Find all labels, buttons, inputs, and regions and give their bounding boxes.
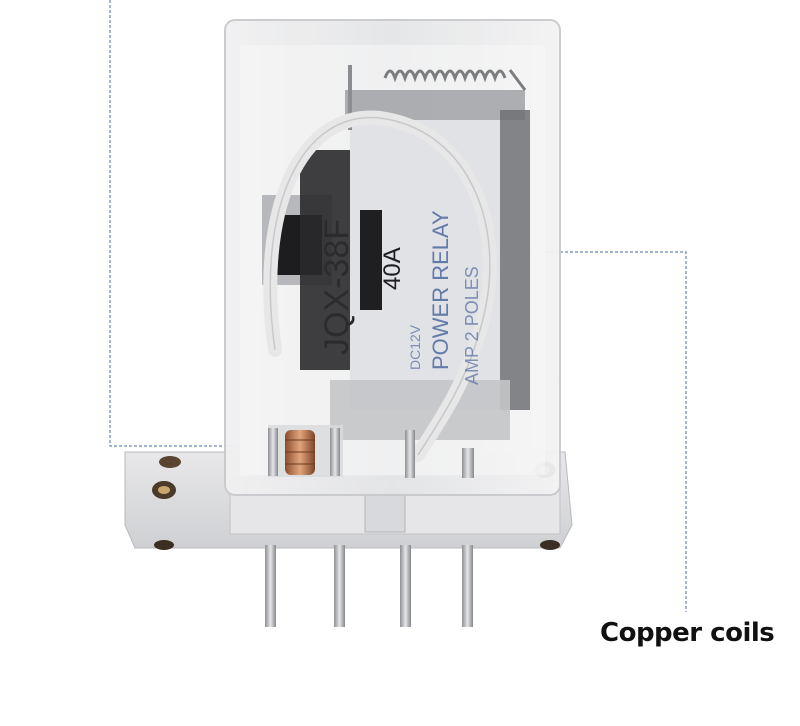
copper-coil <box>268 425 474 478</box>
copper-coils-label: Copper coils <box>600 618 775 648</box>
rating-marking: 40A <box>379 247 406 290</box>
model-marking: JQX-38F <box>318 219 356 355</box>
type-marking: POWER RELAY <box>428 210 453 370</box>
terminal-pins <box>265 545 473 627</box>
voltage-marking: DC12V <box>407 324 423 370</box>
relay-markings: JQX-38F 40A POWER RELAY DC12V AMP 2 POLE… <box>318 210 482 385</box>
poles-marking: AMP 2 POLES <box>462 266 482 385</box>
